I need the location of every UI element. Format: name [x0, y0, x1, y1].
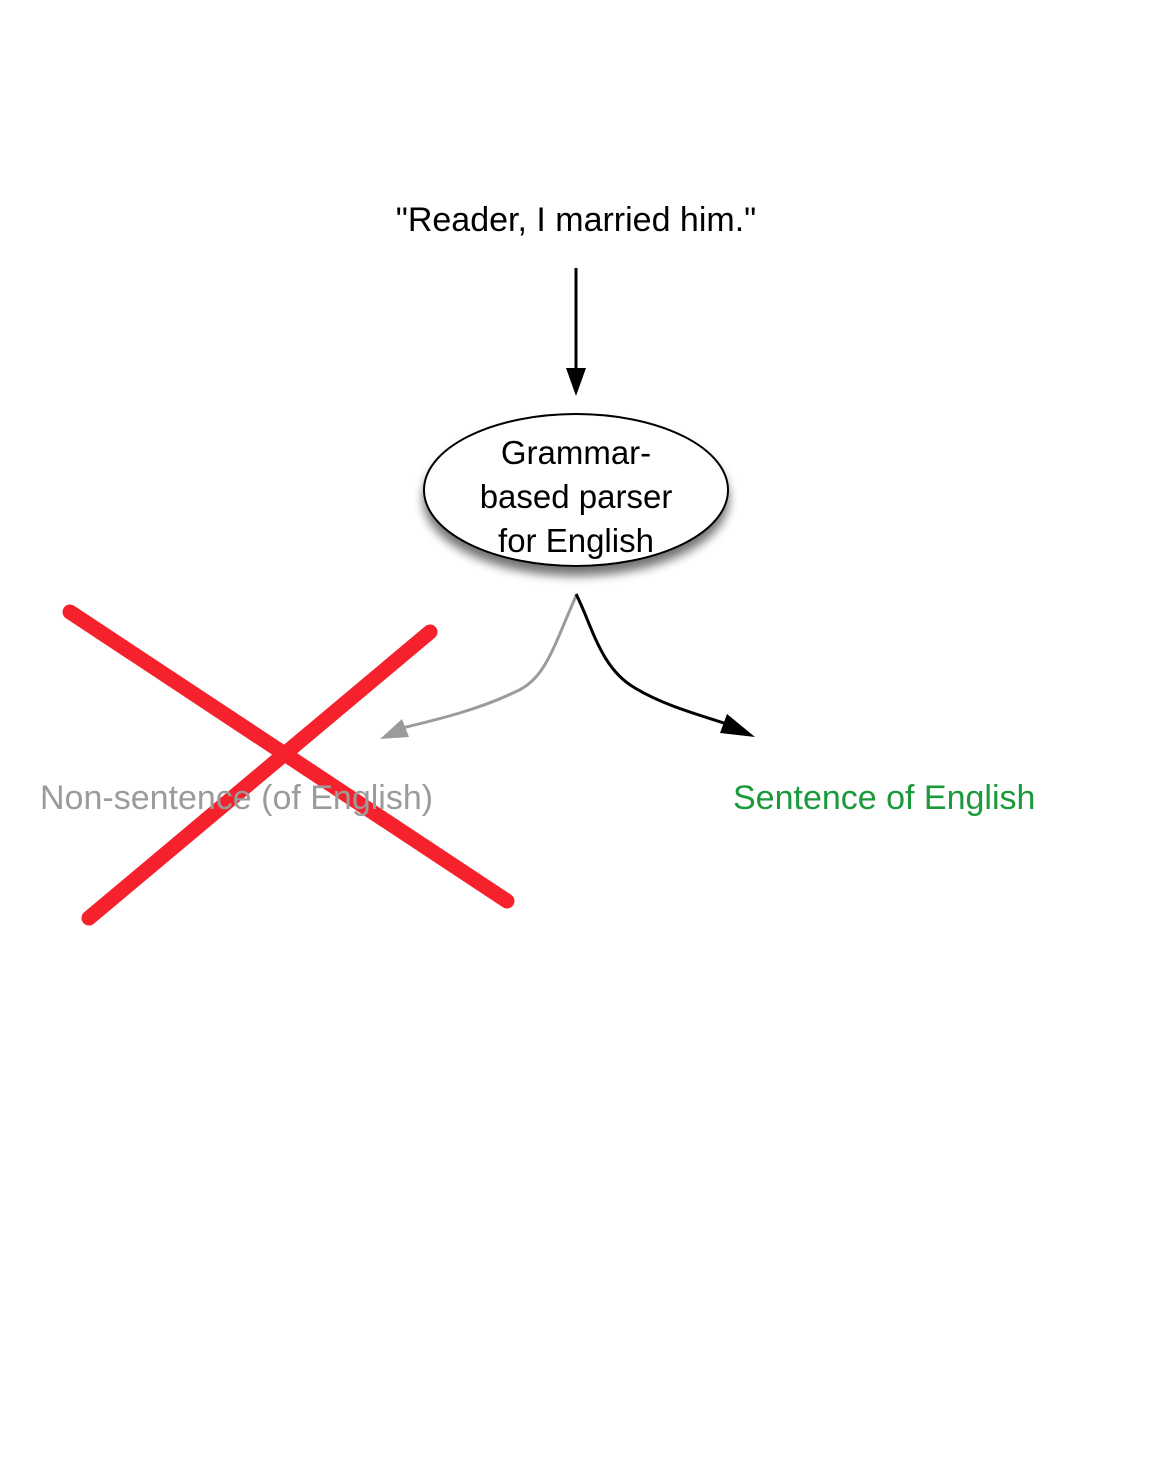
parser-label-line: based parser [479, 478, 673, 515]
parser-label: Grammar- based parser for English [432, 431, 720, 563]
accepted-arrow [574, 593, 755, 737]
cross-out-icon [62, 604, 515, 926]
input-arrow [566, 268, 586, 396]
input-sentence: "Reader, I married him." [395, 201, 757, 239]
parser-label-line: for English [498, 522, 654, 559]
rejected-arrow [380, 595, 578, 739]
accepted-output-label: Sentence of English [733, 779, 1036, 817]
parser-node [423, 413, 729, 567]
rejected-output-label: Non-sentence (of English) [40, 779, 434, 817]
parser-label-line: Grammar- [500, 434, 652, 471]
